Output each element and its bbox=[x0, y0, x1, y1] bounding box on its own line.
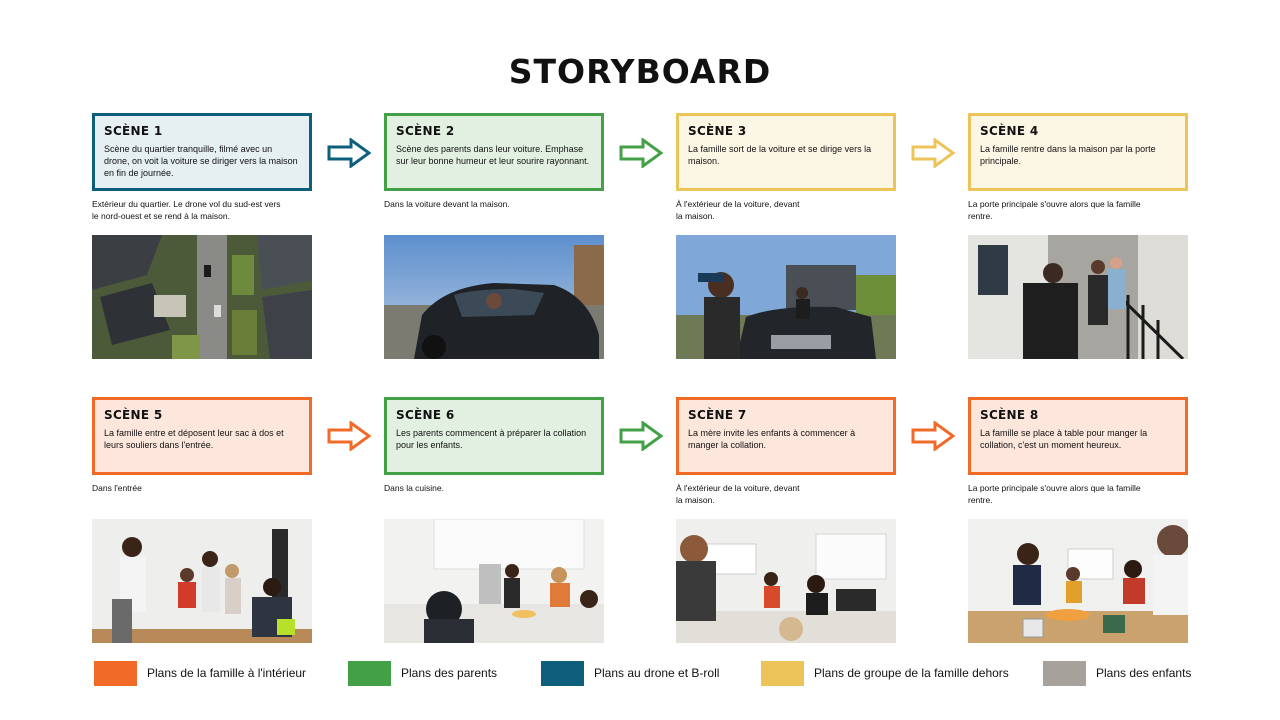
legend-label: Plans de groupe de la famille dehors bbox=[814, 666, 1009, 680]
scene-box: SCÈNE 7 La mère invite les enfants à com… bbox=[676, 397, 896, 475]
scene-note: Dans l'entrée bbox=[92, 483, 142, 493]
scene-description: Scène du quartier tranquille, filmé avec… bbox=[104, 144, 298, 178]
scene-box: SCÈNE 4 La famille rentre dans la maison… bbox=[968, 113, 1188, 191]
legend-swatch bbox=[761, 660, 804, 686]
aerial-neighborhood-photo bbox=[92, 235, 312, 359]
legend-swatch bbox=[1043, 660, 1086, 686]
scene-card-2: SCÈNE 2 Scène des parents dans leur voit… bbox=[384, 113, 604, 359]
scene-box: SCÈNE 8 La famille se place à table pour… bbox=[968, 397, 1188, 475]
scene-note: La porte principale s'ouvre alors que la… bbox=[968, 483, 1141, 505]
legend-label: Plans des enfants bbox=[1096, 666, 1192, 680]
family-outside-car-photo bbox=[676, 235, 896, 359]
scene-title: SCÈNE 5 bbox=[104, 408, 163, 422]
scene-title: SCÈNE 3 bbox=[688, 124, 747, 138]
scene-description: La famille sort de la voiture et se diri… bbox=[688, 144, 872, 166]
page-title: STORYBOARD bbox=[508, 52, 772, 91]
legend-swatch bbox=[94, 660, 137, 686]
scene-card-4: SCÈNE 4 La famille rentre dans la maison… bbox=[968, 113, 1188, 359]
scene-card-8: SCÈNE 8 La famille se place à table pour… bbox=[968, 397, 1188, 643]
scene-card-1: SCÈNE 1 Scène du quartier tranquille, fi… bbox=[92, 113, 312, 359]
table-snack-photo bbox=[968, 519, 1188, 643]
scene-title: SCÈNE 4 bbox=[980, 124, 1039, 138]
legend-swatch bbox=[348, 660, 391, 686]
scene-box: SCÈNE 6 Les parents commencent à prépare… bbox=[384, 397, 604, 475]
scene-description: La famille entre et déposent leur sac à … bbox=[104, 428, 284, 450]
scene-note: Dans la voiture devant la maison. bbox=[384, 199, 510, 209]
scene-box: SCÈNE 3 La famille sort de la voiture et… bbox=[676, 113, 896, 191]
legend-label: Plans au drone et B-roll bbox=[594, 666, 720, 680]
kitchen-table-photo bbox=[676, 519, 896, 643]
arrow-right-icon bbox=[619, 138, 663, 168]
scene-box: SCÈNE 5 La famille entre et déposent leu… bbox=[92, 397, 312, 475]
legend: Plans de la famille à l'intérieur Plans … bbox=[94, 660, 1194, 686]
legend-item: Plans au drone et B-roll bbox=[541, 660, 719, 686]
arrow-right-icon bbox=[327, 138, 371, 168]
legend-swatch bbox=[541, 660, 584, 686]
legend-label: Plans de la famille à l'intérieur bbox=[147, 666, 307, 680]
scene-note: La porte principale s'ouvre alors que la… bbox=[968, 199, 1141, 221]
scene-title: SCÈNE 7 bbox=[688, 408, 747, 422]
scene-card-6: SCÈNE 6 Les parents commencent à prépare… bbox=[384, 397, 604, 643]
scene-box: SCÈNE 1 Scène du quartier tranquille, fi… bbox=[92, 113, 312, 191]
arrow-right-icon bbox=[619, 421, 663, 451]
legend-item: Plans des parents bbox=[348, 660, 497, 686]
legend-item: Plans de la famille à l'intérieur bbox=[94, 660, 306, 686]
scene-note: Extérieur du quartier. Le drone vol du s… bbox=[92, 199, 281, 221]
scene-title: SCÈNE 6 bbox=[396, 408, 455, 422]
legend-label: Plans des parents bbox=[401, 666, 498, 680]
kitchen-photo bbox=[384, 519, 604, 643]
car-parents-photo bbox=[384, 235, 604, 359]
scene-box: SCÈNE 2 Scène des parents dans leur voit… bbox=[384, 113, 604, 191]
scene-description: Scène des parents dans leur voiture. Emp… bbox=[396, 144, 590, 166]
scene-description: La famille rentre dans la maison par la … bbox=[980, 144, 1156, 166]
scene-description: Les parents commencent à préparer la col… bbox=[396, 428, 587, 450]
scene-card-3: SCÈNE 3 La famille sort de la voiture et… bbox=[676, 113, 896, 359]
scene-card-5: SCÈNE 5 La famille entre et déposent leu… bbox=[92, 397, 312, 643]
legend-item: Plans des enfants bbox=[1043, 660, 1191, 686]
scene-description: La mère invite les enfants à commencer à… bbox=[688, 428, 856, 450]
scene-title: SCÈNE 2 bbox=[396, 124, 455, 138]
scene-note: Dans la cuisine. bbox=[384, 483, 445, 493]
legend-item: Plans de groupe de la famille dehors bbox=[761, 660, 1009, 686]
entrance-photo bbox=[92, 519, 312, 643]
arrow-right-icon bbox=[911, 421, 955, 451]
front-door-photo bbox=[968, 235, 1188, 359]
arrow-right-icon bbox=[327, 421, 371, 451]
scene-title: SCÈNE 8 bbox=[980, 408, 1039, 422]
scene-card-7: SCÈNE 7 La mère invite les enfants à com… bbox=[676, 397, 896, 643]
scene-title: SCÈNE 1 bbox=[104, 124, 163, 138]
arrow-right-icon bbox=[911, 138, 955, 168]
scene-description: La famille se place à table pour manger … bbox=[980, 428, 1148, 450]
